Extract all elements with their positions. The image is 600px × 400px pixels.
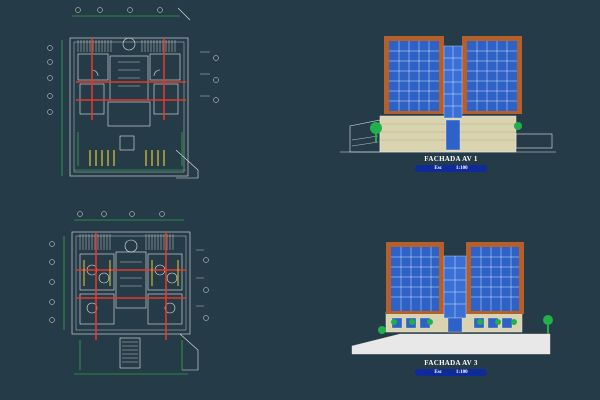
facade-1-scale-label: Esc: [434, 166, 442, 171]
floor-plan-bottom: [49, 211, 209, 375]
facade-2-scale-value: 1:100: [455, 370, 468, 375]
facade-2-scale-band: Esc 1:100: [415, 369, 487, 376]
facade-1-scale-band: Esc 1:100: [415, 165, 487, 172]
facade-1-scale-value: 1:100: [455, 166, 468, 171]
facade-1-caption: FACHADA AV 1 Esc 1:100: [415, 155, 487, 172]
facade-2-caption: FACHADA AV 3 Esc 1:100: [415, 359, 487, 376]
facade-2-title: FACHADA AV 3: [424, 359, 478, 367]
facade-2-scale-label: Esc: [434, 370, 442, 375]
facade-1-title: FACHADA AV 1: [424, 155, 478, 163]
floor-plan-top: [47, 7, 219, 179]
facade-1: [340, 36, 556, 153]
annotation-marks: [196, 51, 210, 307]
facade-2: [351, 242, 553, 355]
